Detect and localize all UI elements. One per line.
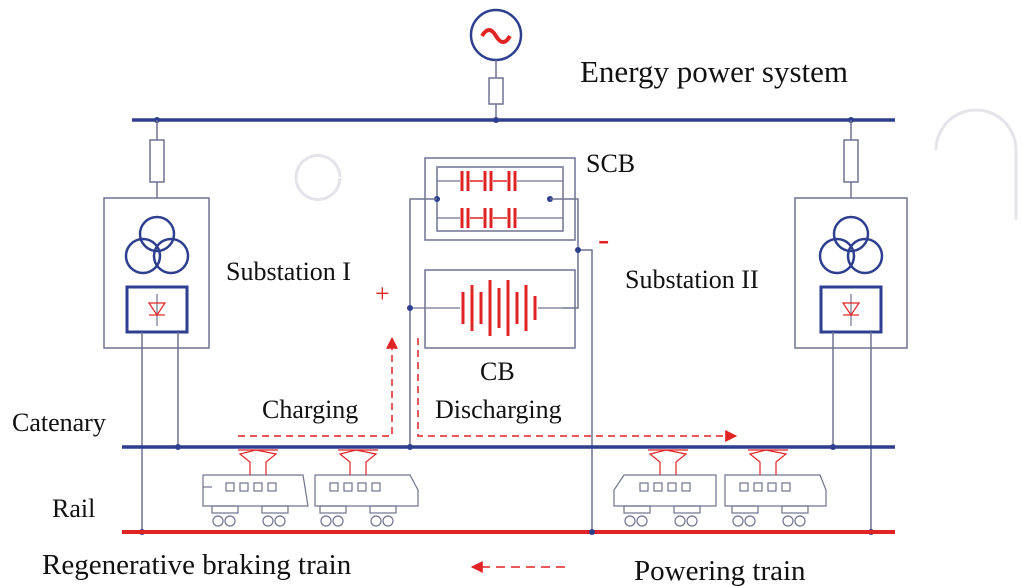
charging-label: Charging [262, 395, 358, 424]
scb-label: SCB [586, 149, 635, 178]
electric-locomotive-icon [613, 449, 717, 527]
charging-arrow [238, 336, 398, 437]
three-winding-transformer-icon [818, 215, 884, 275]
catenary-label: Catenary [12, 408, 106, 437]
electric-locomotive-icon [314, 449, 419, 527]
regen-train-label: Regenerative braking train [42, 549, 352, 581]
discharging-arrow [417, 338, 738, 442]
electric-locomotive-icon [202, 449, 309, 527]
minus-terminal-label: - [598, 221, 609, 258]
discharging-label: Discharging [435, 395, 562, 424]
cb-block [424, 269, 576, 349]
substation-2 [794, 120, 908, 535]
source-impedance [488, 77, 504, 105]
substation-1 [103, 120, 210, 535]
cb-label: CB [480, 357, 515, 386]
powering-train-label: Powering train [634, 555, 806, 586]
rectifier-diode-icon [841, 294, 861, 326]
three-winding-transformer-icon [124, 215, 190, 275]
capacitor-icon [437, 171, 563, 191]
ac-source-icon [469, 8, 523, 62]
plus-terminal-label: + [375, 279, 390, 308]
substation-2-label: Substation II [625, 265, 759, 294]
substation-1-label: Substation I [226, 257, 351, 286]
rail-label: Rail [52, 494, 95, 523]
electric-locomotive-icon [724, 449, 827, 527]
capacitor-icon [437, 208, 563, 228]
watermark [294, 108, 1018, 220]
battery-icon [437, 280, 563, 336]
rectifier-diode-icon [147, 294, 167, 326]
energy-system-label: Energy power system [580, 54, 848, 89]
